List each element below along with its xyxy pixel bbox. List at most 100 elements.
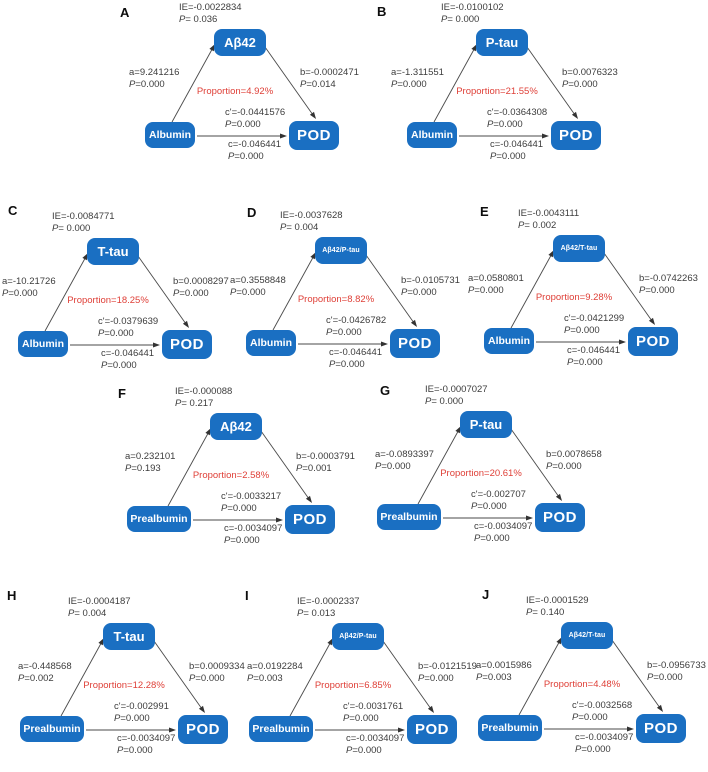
p-symbol: P bbox=[546, 460, 553, 472]
c-p-value: P=0.000 bbox=[474, 533, 532, 545]
mediation-panel-b: IE=-0.0100102 P= 0.000 P-tau a=-1.311551… bbox=[377, 0, 618, 170]
p-number: =0.000 bbox=[335, 358, 365, 370]
c-prime-value: c'=-0.002991 bbox=[114, 701, 169, 712]
mediator-box: P-tau bbox=[460, 411, 512, 438]
mediator-box: Aβ42 bbox=[214, 29, 266, 56]
arrow-b-line bbox=[137, 255, 186, 324]
path-c-label: c=-0.046441 P=0.000 bbox=[329, 347, 382, 370]
p-number: =0.000 bbox=[477, 500, 507, 512]
p-symbol: P bbox=[329, 358, 336, 370]
path-b-label: b=0.0008297 P=0.000 bbox=[173, 276, 229, 299]
p-symbol: P bbox=[401, 286, 408, 298]
predictor-box: Prealbumin bbox=[20, 716, 84, 742]
predictor-box: Albumin bbox=[145, 122, 195, 148]
ie-p-value: P= 0.000 bbox=[425, 396, 488, 408]
mediation-panel-d: IE=-0.0037628 P= 0.004 Aβ42/P-tau a=0.35… bbox=[216, 208, 460, 378]
c-p-value: P=0.000 bbox=[117, 745, 175, 757]
p-number: =0.000 bbox=[581, 743, 611, 755]
p-symbol: P bbox=[98, 327, 105, 339]
mediation-panel-i: IE=-0.0002337 P= 0.013 Aβ42/P-tau a=0.01… bbox=[233, 594, 477, 764]
path-c-prime-label: c'=-0.002991 P=0.000 bbox=[114, 701, 169, 724]
arrow-b-head bbox=[427, 705, 434, 713]
p-symbol: P bbox=[247, 672, 254, 684]
p-number: =0.000 bbox=[179, 287, 209, 299]
p-number: =0.003 bbox=[482, 671, 512, 683]
outcome-box: POD bbox=[636, 714, 686, 743]
c-value: c=-0.0034097 bbox=[346, 733, 405, 744]
ie-p-value: P= 0.000 bbox=[52, 223, 115, 235]
indirect-effect-label: IE=-0.0037628 P= 0.004 bbox=[280, 210, 343, 233]
p-number: =0.001 bbox=[302, 462, 332, 474]
p-number: =0.000 bbox=[496, 150, 526, 162]
c-prime-p-value: P=0.000 bbox=[487, 119, 547, 131]
b-value: b=-0.0742263 bbox=[639, 273, 698, 284]
p-number: = 0.140 bbox=[532, 606, 565, 618]
p-symbol: P bbox=[189, 672, 196, 684]
p-symbol: P bbox=[230, 286, 237, 298]
mediation-panel-g: IE=-0.0007027 P= 0.000 P-tau a=-0.089339… bbox=[361, 382, 602, 552]
p-symbol: P bbox=[572, 711, 579, 723]
p-symbol: P bbox=[114, 712, 121, 724]
b-p-value: P=0.000 bbox=[401, 287, 460, 299]
path-c-label: c=-0.046441 P=0.000 bbox=[567, 345, 620, 368]
ie-value: IE=-0.0004187 bbox=[68, 596, 131, 607]
arrow-b-head bbox=[410, 319, 417, 327]
panel-letter-h: H bbox=[7, 588, 17, 603]
mediator-box: T-tau bbox=[103, 623, 155, 650]
arrow-c-head bbox=[276, 517, 283, 523]
ie-value: IE=-0.0001529 bbox=[526, 595, 589, 606]
path-arrows bbox=[518, 637, 663, 732]
path-c-prime-label: c'=-0.0032568 P=0.000 bbox=[572, 700, 632, 723]
c-p-value: P=0.000 bbox=[575, 744, 633, 756]
p-symbol: P bbox=[418, 672, 425, 684]
p-symbol: P bbox=[639, 284, 646, 296]
b-p-value: P=0.000 bbox=[562, 79, 618, 91]
p-number: =0.000 bbox=[230, 534, 260, 546]
p-number: =0.000 bbox=[195, 672, 225, 684]
arrow-b-head bbox=[648, 317, 655, 325]
arrow-a-head bbox=[455, 426, 461, 434]
p-symbol: P bbox=[228, 150, 235, 162]
p-number: =0.000 bbox=[135, 78, 165, 90]
path-a-label: a=0.232101 P=0.193 bbox=[125, 451, 175, 474]
path-b-label: b=-0.0105731 P=0.000 bbox=[401, 275, 460, 298]
b-p-value: P=0.000 bbox=[173, 288, 229, 300]
b-value: b=-0.0956733 bbox=[647, 660, 706, 671]
indirect-effect-label: IE=-0.0007027 P= 0.000 bbox=[425, 384, 488, 407]
p-symbol: P bbox=[129, 78, 136, 90]
panel-letter-g: G bbox=[380, 383, 391, 398]
ie-p-value: P= 0.013 bbox=[297, 608, 360, 620]
mediator-box: Aβ42/T-tau bbox=[553, 235, 605, 262]
path-c-prime-label: c'=-0.002707 P=0.000 bbox=[471, 489, 526, 512]
path-c-prime-label: c'=-0.0441576 P=0.000 bbox=[225, 107, 285, 130]
predictor-box: Albumin bbox=[484, 328, 534, 354]
p-symbol: P bbox=[490, 150, 497, 162]
mediation-panel-a: IE=-0.0022834 P= 0.036 Aβ42 a=9.241216 P… bbox=[115, 0, 359, 170]
a-p-value: P=0.193 bbox=[125, 463, 175, 475]
c-prime-value: c'=-0.0421299 bbox=[564, 313, 625, 324]
path-c-prime-label: c'=-0.0379639 P=0.000 bbox=[98, 316, 158, 339]
a-p-value: P=0.003 bbox=[476, 672, 532, 684]
arrow-b-head bbox=[571, 111, 578, 119]
b-value: b=0.0078658 bbox=[546, 449, 602, 460]
indirect-effect-label: IE=-0.0022834 P= 0.036 bbox=[179, 2, 242, 25]
arrow-a-head bbox=[310, 252, 316, 260]
arrow-b-line bbox=[603, 252, 652, 321]
p-number: =0.000 bbox=[107, 359, 137, 371]
mediation-panel-f: IE=-0.000088 P= 0.217 Aβ42 a=0.232101 P=… bbox=[111, 384, 355, 554]
arrow-c-head bbox=[280, 133, 287, 139]
arrow-a-line bbox=[60, 642, 102, 717]
c-prime-p-value: P=0.000 bbox=[343, 713, 403, 725]
p-symbol: P bbox=[2, 287, 9, 299]
ie-p-value: P= 0.004 bbox=[280, 222, 343, 234]
p-symbol: P bbox=[567, 356, 574, 368]
p-number: =0.000 bbox=[236, 286, 266, 298]
p-number: = 0.000 bbox=[58, 222, 91, 234]
path-a-label: a=0.0580801 P=0.000 bbox=[468, 273, 524, 296]
p-number: =0.000 bbox=[123, 744, 153, 756]
arrow-b-head bbox=[555, 493, 562, 501]
p-number: =0.000 bbox=[552, 460, 582, 472]
p-number: =0.000 bbox=[8, 287, 38, 299]
predictor-box: Prealbumin bbox=[249, 716, 313, 742]
path-arrows bbox=[417, 426, 562, 521]
